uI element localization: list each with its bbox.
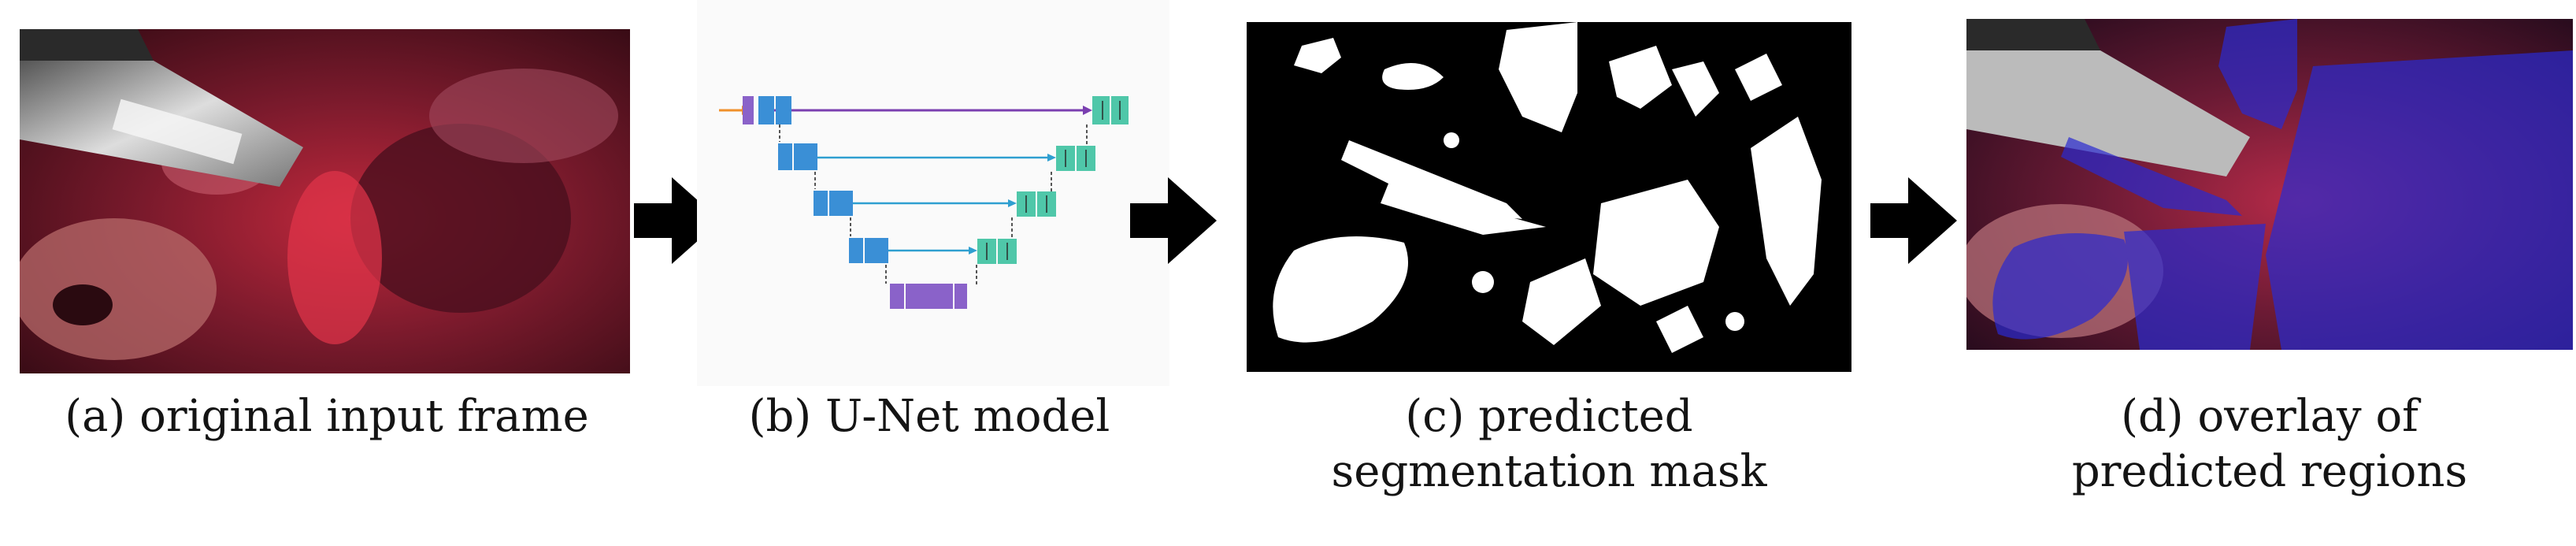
encoder-block-3 <box>814 191 828 216</box>
caption-d-line-2: predicted regions <box>2071 446 2468 497</box>
caption-c: (c) predicted segmentation mask <box>1247 389 1851 500</box>
encoder-block-4 <box>849 238 863 263</box>
decoder-block-1 <box>1092 96 1110 124</box>
unet-diagram <box>697 0 1169 386</box>
overlay-image <box>1966 19 2573 350</box>
caption-d: (d) overlay of predicted regions <box>1966 389 2573 500</box>
caption-a: (a) original input frame <box>24 389 630 444</box>
encoder-block-1 <box>758 96 774 124</box>
bottleneck-block <box>890 284 904 309</box>
encoder-block-2 <box>778 143 792 170</box>
caption-d-line-1: (d) overlay of <box>2121 391 2418 442</box>
caption-c-line-2: segmentation mask <box>1331 446 1767 497</box>
caption-c-line-1: (c) predicted <box>1405 391 1693 442</box>
flow-arrow-3 <box>1870 177 1957 264</box>
flow-arrow-2 <box>1130 177 1217 264</box>
caption-a-line-1: (a) original input frame <box>65 391 589 442</box>
caption-b: (b) U-Net model <box>693 389 1166 444</box>
input-frame-image <box>20 29 630 373</box>
segmentation-mask-image <box>1247 22 1851 372</box>
flow-arrow-1 <box>634 177 721 264</box>
input-block <box>743 96 754 124</box>
caption-b-line-1: (b) U-Net model <box>748 391 1110 442</box>
